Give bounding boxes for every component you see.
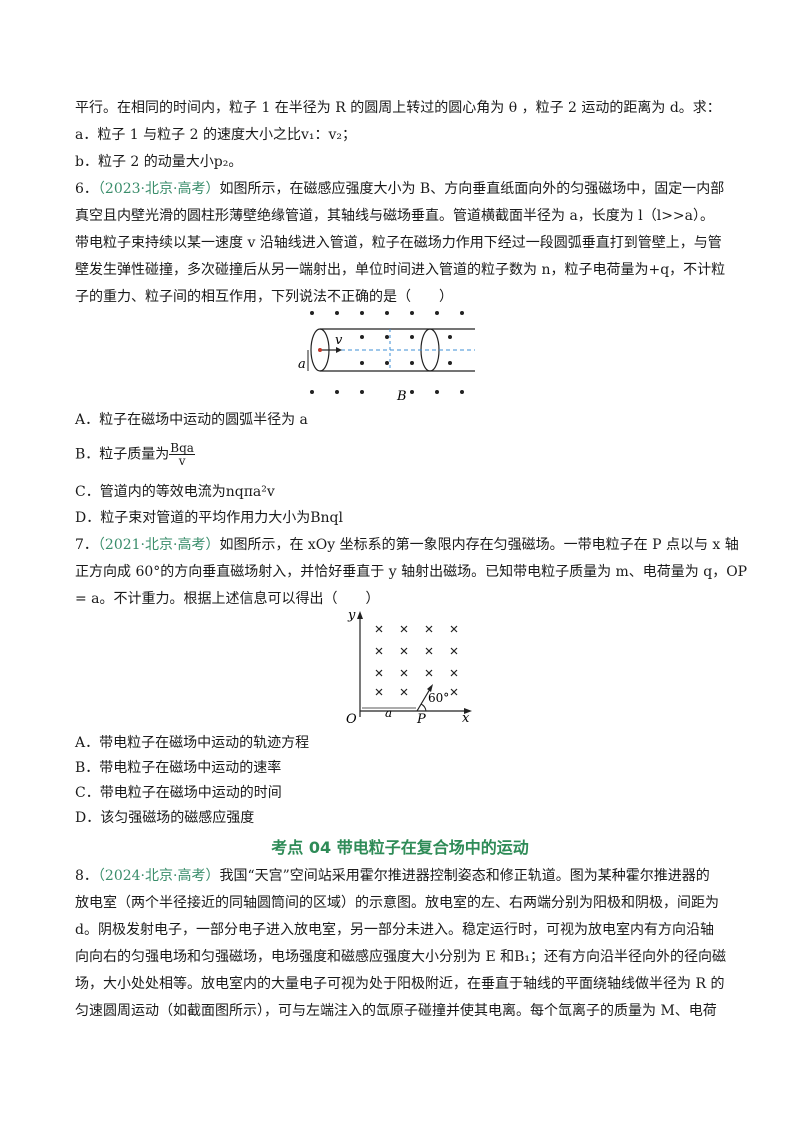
text-line: 匀速圆周运动（如截面图所示），可与左端注入的氙原子碰撞并使其电离。每个氙离子的质… [75,1003,717,1019]
question-7-line: 7．（2021·北京·高考）如图所示，在 xOy 坐标系的第一象限内存在匀强磁场… [75,535,739,555]
question-number: 8． [75,868,98,884]
text-line: = a。不计重力。根据上述信息可以得出（ ） [75,591,380,607]
text-line: d。阴极发射电子，一部分电子进入放电室，另一部分未进入。稳定运行时，可视为放电室… [75,922,714,938]
text-line: 平行。在相同的时间内，粒子 1 在半径为 R 的圆周上转过的圆心角为 θ ，粒子… [75,100,721,116]
question-number: 7． [75,537,98,553]
question-6-line: 6．（2023·北京·高考）如图所示，在磁感应强度大小为 B、方向垂直纸面向外的… [75,179,735,199]
question-source: （2024·北京·高考） [97,868,220,884]
text-line: 子的重力、粒子间的相互作用，下列说法不正确的是（ ） [75,289,453,305]
option-b-prefix: B．粒子质量为 [75,446,170,463]
question-text: 如图所示，在磁感应强度大小为 B、方向垂直纸面向外的匀强磁场中，固定一内部 [219,181,725,197]
text-line: 放电室（两个半径接近的同轴圆筒间的区域）的示意图。放电室的左、右两端分别为阳极和… [75,895,719,911]
origin-label: O [346,712,357,727]
option-a: A．粒子在磁场中运动的圆弧半径为 a [75,412,308,428]
distance-label: a [385,706,392,720]
point-p-label: P [416,712,426,727]
magnetic-field-crosses [375,625,458,696]
option-c: C．带电粒子在磁场中运动的时间 [75,785,282,801]
text-line: 带电粒子束持续以某一速度 v 沿轴线进入管道，粒子在磁场力作用下经过一段圆弧垂直… [75,235,722,251]
fraction-denominator: v [178,454,186,468]
question-source: （2023·北京·高考） [97,181,220,197]
text-line: b．粒子 2 的动量大小p₂。 [75,154,243,170]
x-axis-label: x [462,711,470,726]
option-c: C．管道内的等效电流为nqπa²v [75,484,275,500]
y-axis-label: y [347,608,356,623]
option-d: D．该匀强磁场的磁感应强度 [75,810,255,826]
question-number: 6． [75,181,98,197]
question-source: （2021·北京·高考） [97,537,220,553]
question-text: 如图所示，在 xOy 坐标系的第一象限内存在匀强磁场。一带电粒子在 P 点以与 … [219,537,739,553]
pipe-diagram: v a B [298,311,475,404]
section-heading: 考点 04 带电粒子在复合场中的运动 [271,838,529,857]
radius-label: a [298,357,306,372]
text-line: 向向右的匀强电场和匀强磁场，电场强度和磁感应强度大小分别为 E 和B₁；还有方向… [75,949,727,965]
magnetic-field-dots [310,311,464,394]
text-line: 真空且内壁光滑的圆柱形薄壁绝缘管道，其轴线与磁场垂直。管道横截面半径为 a，长度… [75,208,715,224]
text-line: 正方向成 60°的方向垂直磁场射入，并恰好垂直于 y 轴射出磁场。已知带电粒子质… [75,564,748,580]
text-line: 场，大小处处相等。放电室内的大量电子可视为处于阳极附近，在垂直于轴线的平面绕轴线… [75,976,725,992]
option-a: A．带电粒子在磁场中运动的轨迹方程 [75,735,310,751]
coordinate-diagram: y x O a P 60° [346,608,472,727]
angle-label: 60° [428,691,449,705]
text-line: a．粒子 1 与粒子 2 的速度大小之比v₁：v₂； [75,127,357,143]
option-b: B．带电粒子在磁场中运动的速率 [75,760,282,776]
question-8-line: 8．（2024·北京·高考）我国“天宫”空间站采用霍尔推进器控制姿态和修正轨道。… [75,866,735,886]
field-label: B [396,389,407,404]
fraction-numerator: Bqa [169,441,195,455]
velocity-label: v [335,333,343,348]
question-text: 我国“天宫”空间站采用霍尔推进器控制姿态和修正轨道。图为某种霍尔推进器的 [219,868,710,884]
text-line: 壁发生弹性碰撞，多次碰撞后从另一端射出，单位时间进入管道的粒子数为 n，粒子电荷… [75,262,726,278]
option-d: D．粒子束对管道的平均作用力大小为Bnql [75,510,343,526]
